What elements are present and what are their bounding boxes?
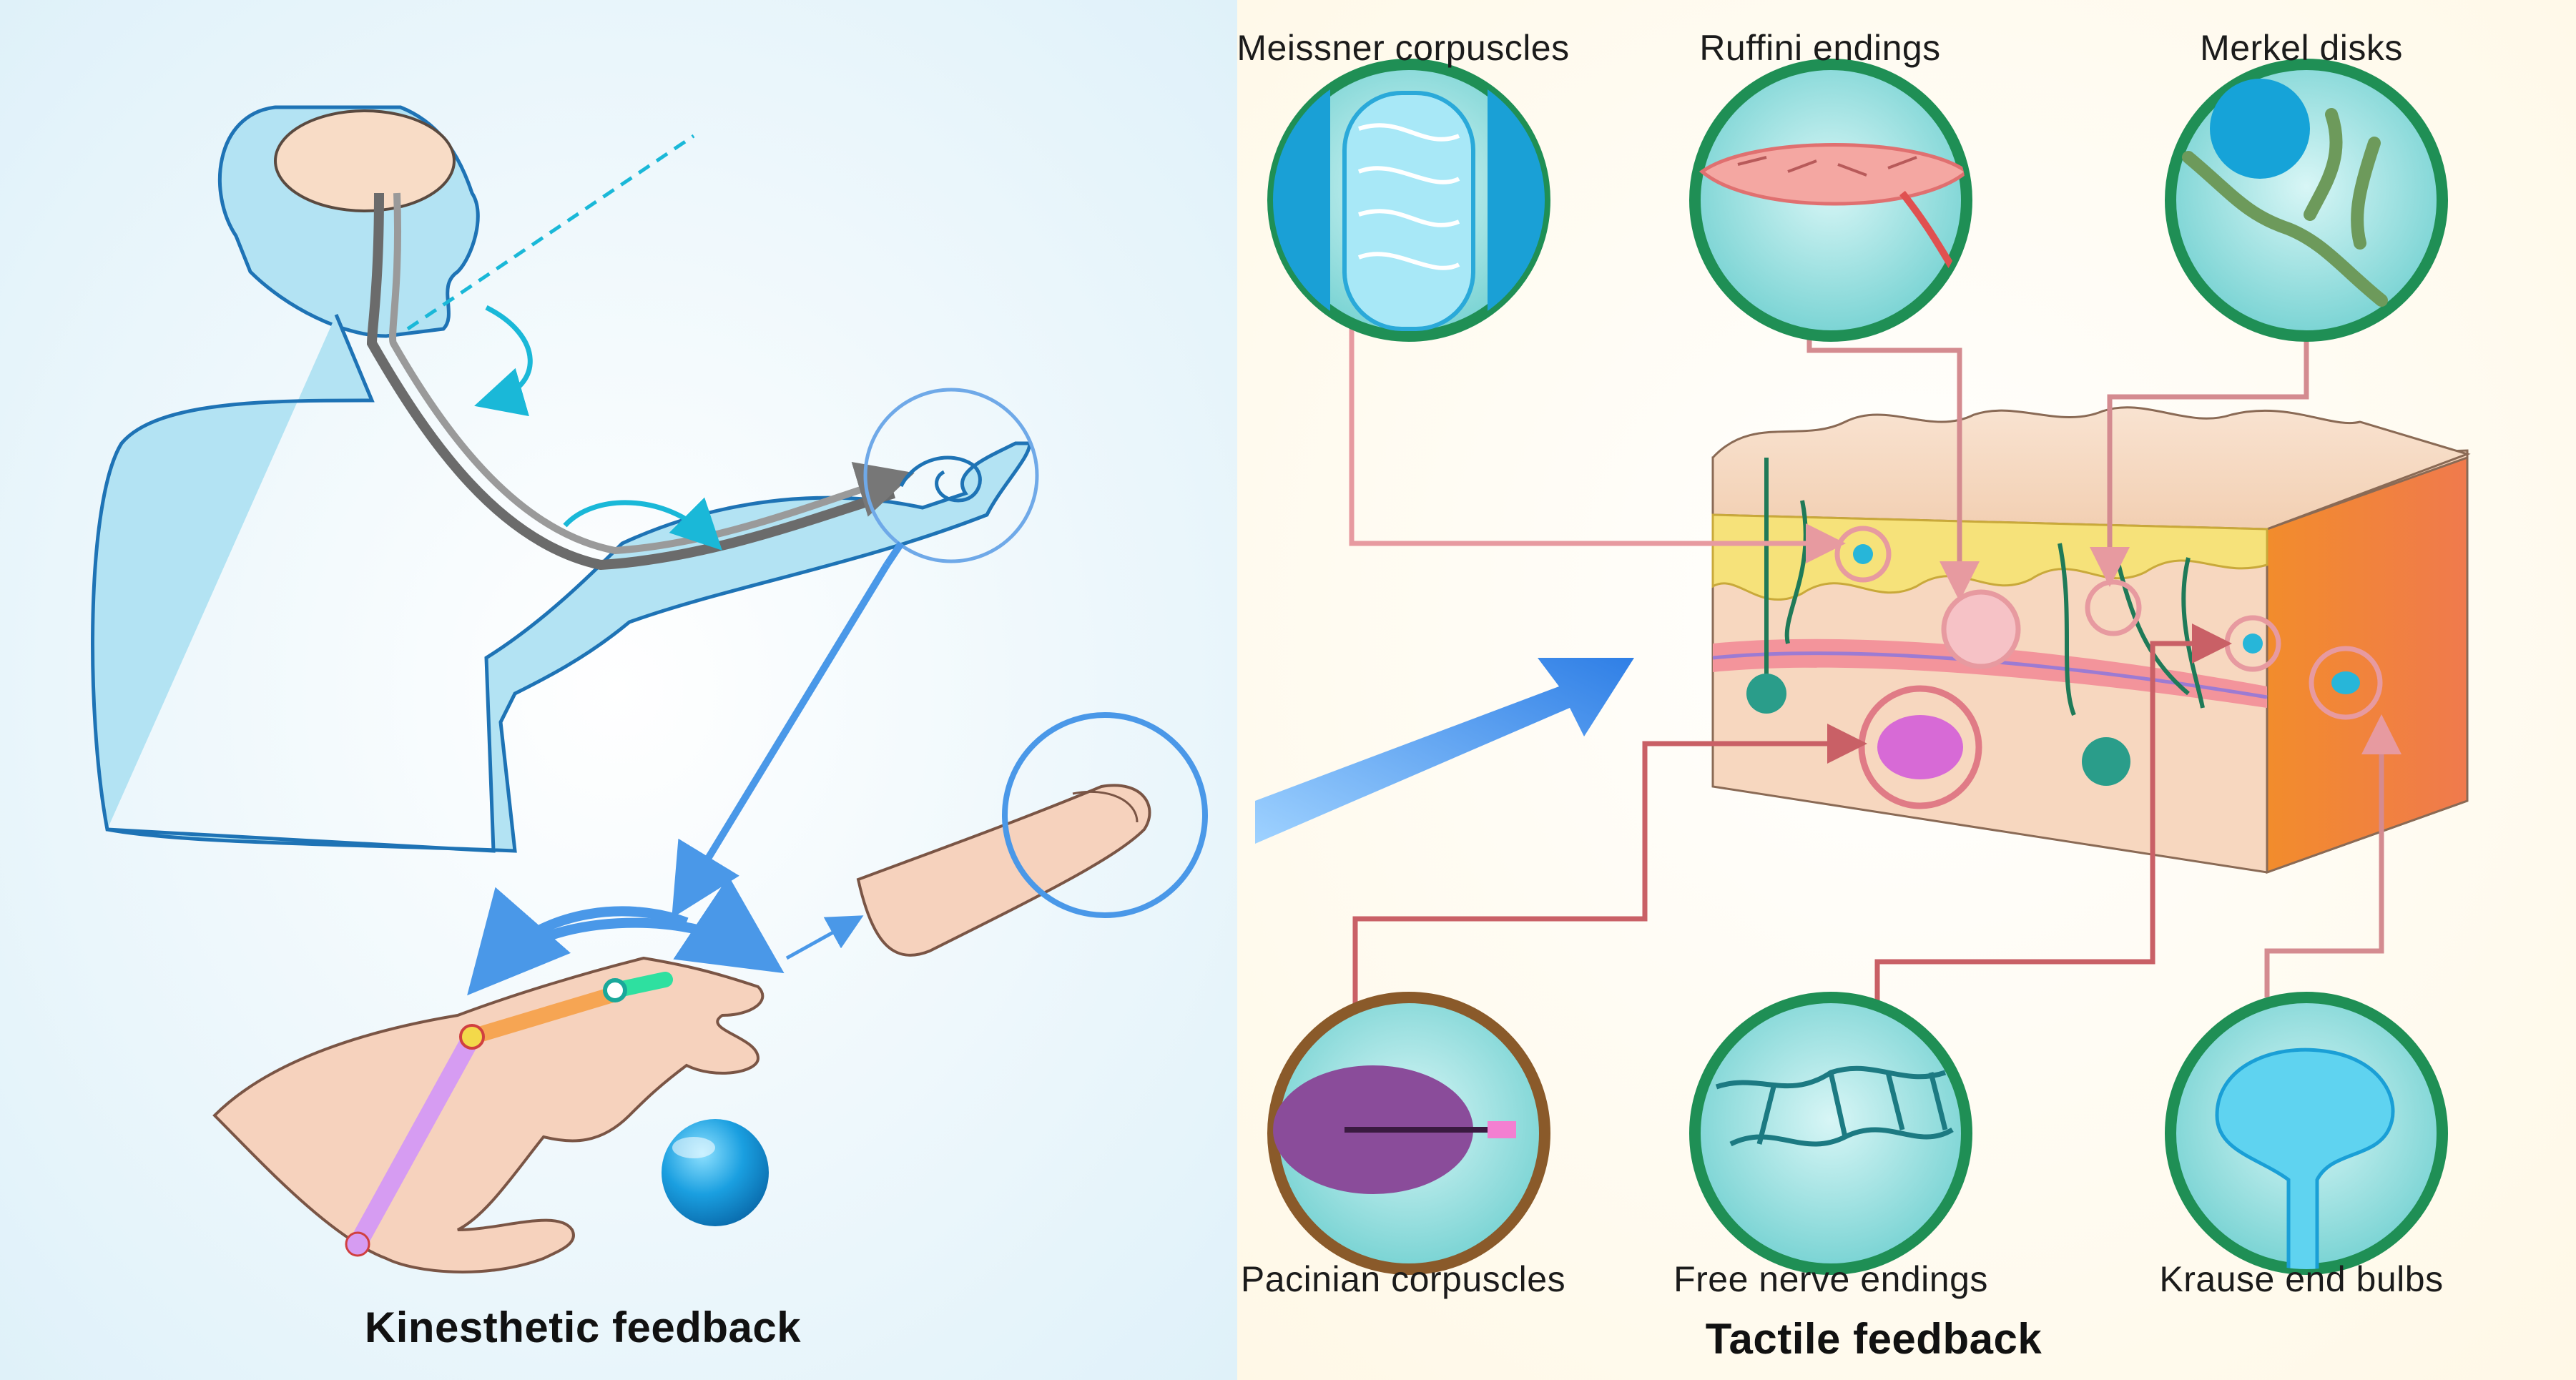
exo-joint-pip [603,978,627,1002]
fingertip [856,712,1208,957]
hand-with-exoskeleton [212,876,864,1273]
skin-top [1711,406,2471,531]
ball-highlight [672,1137,715,1158]
receptor-pacinian [1267,992,1550,1275]
exo-joint-wrist [345,1231,370,1257]
marker-free-nerve-core [2243,634,2263,654]
transition-arrow [1255,658,1634,844]
label-krause: Krause end bulbs [2159,1259,2444,1299]
torso-and-arm [91,314,1032,853]
flex-arrow-left [467,887,689,996]
receptor-meissner [1267,59,1550,342]
human-figure [91,105,1039,919]
hand-zoom-circle [863,388,1039,563]
receptor-free-nerve [1689,992,1972,1275]
marker-krause [2309,646,2383,720]
connector-meissner [1349,322,1846,563]
marker-pacinian-core [1877,715,1963,779]
label-merkel: Merkel disks [2200,28,2403,68]
zoom-arrow-tail [883,541,905,567]
title-tactile: Tactile feedback [1705,1315,2042,1363]
zoom-arrow-to-hand [672,563,890,919]
skin-side [2266,455,2469,874]
label-ruffini: Ruffini endings [1699,28,1941,68]
blue-ball [662,1119,769,1226]
nerve-cluster-1 [1746,674,1786,714]
receptor-ruffini [1689,59,1972,342]
arrow-to-fingertip [785,915,864,960]
receptor-merkel [2165,59,2448,342]
hand [212,956,765,1273]
marker-krause-core [2331,671,2360,694]
connector-pacinian [1352,724,1867,1015]
receptor-krause [2165,992,2448,1275]
exo-link-2 [464,986,623,1045]
fingertip-zoom-circle [1002,712,1208,918]
title-kinesthetic: Kinesthetic feedback [364,1303,802,1351]
kinesthetic-panel-bg [0,0,1237,1380]
marker-ruffini [1941,589,2021,669]
connector-free-nerve [1874,624,2232,1015]
dermis-band [1713,639,2267,708]
connector-krause [2264,714,2402,997]
nerve-fibers [1764,458,2205,716]
elbow-angle-arrow [563,497,722,551]
marker-meissner-core [1853,544,1873,564]
fingernail [1072,790,1139,823]
nerve-path-light [388,192,915,555]
nerve-cluster-2 [2082,737,2130,786]
connector-merkel [2090,329,2309,587]
gaze-line [406,134,695,331]
exo-link-1 [348,1027,481,1253]
label-free-nerve: Free nerve endings [1673,1259,1988,1299]
brain [274,109,456,212]
neck-angle-arrow [474,305,533,417]
label-pacinian: Pacinian corpuscles [1240,1259,1566,1299]
fingertip-shape [856,784,1151,957]
exo-joint-mcp [459,1024,485,1050]
hand-detail [899,455,982,503]
skin-cross-section [1711,406,2471,874]
label-meissner: Meissner corpuscles [1237,28,1570,68]
nerve-path-dark [366,192,896,571]
